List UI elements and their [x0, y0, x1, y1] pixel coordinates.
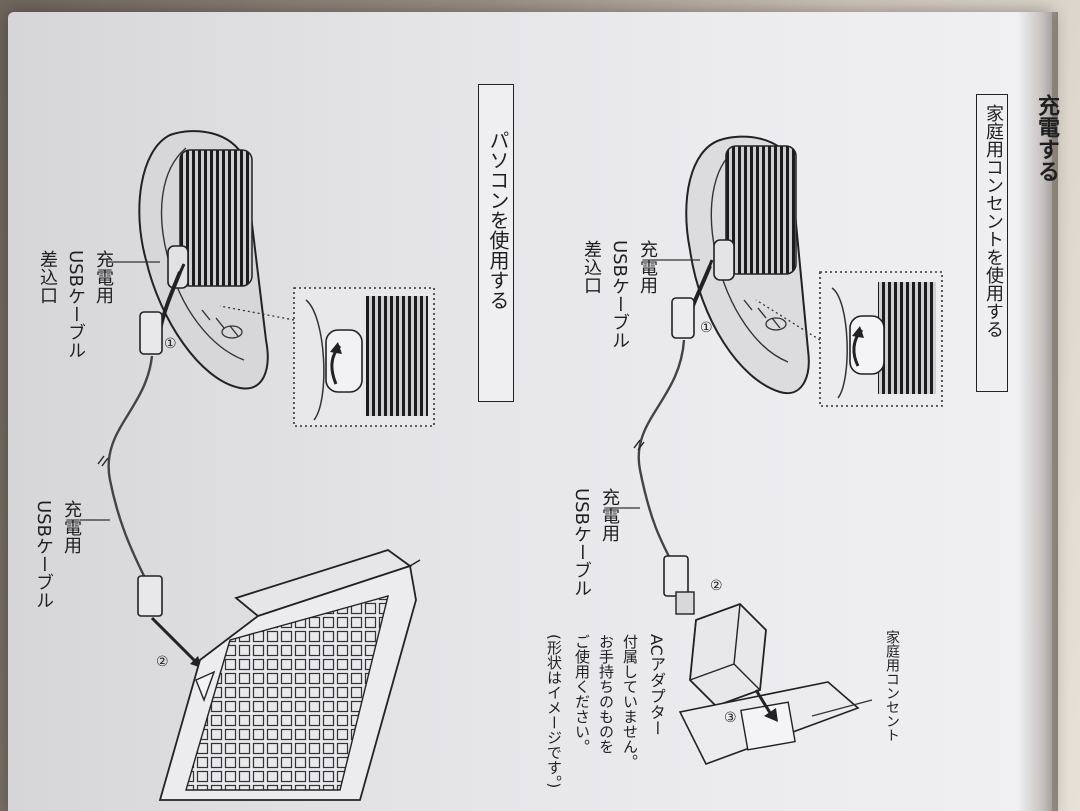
s2-cable: ① ② [80, 261, 202, 670]
s1-step-2: ② [710, 578, 723, 594]
section-heading-box-outlet [976, 94, 1008, 392]
s2-port-label-3: 差込口 [37, 250, 58, 304]
s2-port-label-1: 充電用 [93, 250, 114, 304]
page-edge-shadow [1018, 12, 1058, 811]
s2-step-1: ① [164, 336, 177, 352]
s1-note-2: お手持ちのものを [597, 634, 615, 754]
s2-cable-label-2: USBケーブル [33, 500, 54, 609]
s1-adapter-outlet: ③ [678, 602, 873, 765]
s1-step-3: ③ [724, 710, 737, 726]
s1-note-1: 付属していません。 [621, 634, 639, 769]
s1-port-label-3: 差込口 [581, 240, 602, 294]
s2-zoom-inset [219, 287, 435, 427]
s2-port-label-2: USBケーブル [65, 250, 86, 359]
s1-zoom-inset [755, 271, 943, 407]
s1-note-4: (形状はイメージです。) [545, 634, 563, 789]
s1-cable-label-1: 充電用 [599, 488, 620, 542]
s1-brush [685, 135, 810, 395]
page-title: 充電する [1034, 94, 1059, 182]
s1-adapter-label: ACアダプター [647, 634, 666, 736]
s1-cable: ① ② [610, 259, 723, 615]
s1-port-label-2: USBケーブル [609, 240, 630, 349]
s1-note-3: ご使用ください。 [573, 634, 591, 754]
s2-brush [138, 130, 269, 390]
s2-step-2: ② [156, 654, 169, 670]
s2-laptop [158, 549, 421, 801]
section-heading-pc: パソコンを使用する [486, 130, 510, 310]
s1-outlet-label: 家庭用コンセント [884, 630, 900, 742]
section-heading-box-pc [478, 84, 514, 402]
s1-cable-label-2: USBケーブル [571, 488, 592, 597]
section-heading-outlet: 家庭用コンセントを使用する [983, 104, 1004, 338]
s1-step-1: ① [700, 320, 713, 336]
s2-cable-label-1: 充電用 [61, 500, 82, 554]
s1-port-label-1: 充電用 [637, 240, 658, 294]
